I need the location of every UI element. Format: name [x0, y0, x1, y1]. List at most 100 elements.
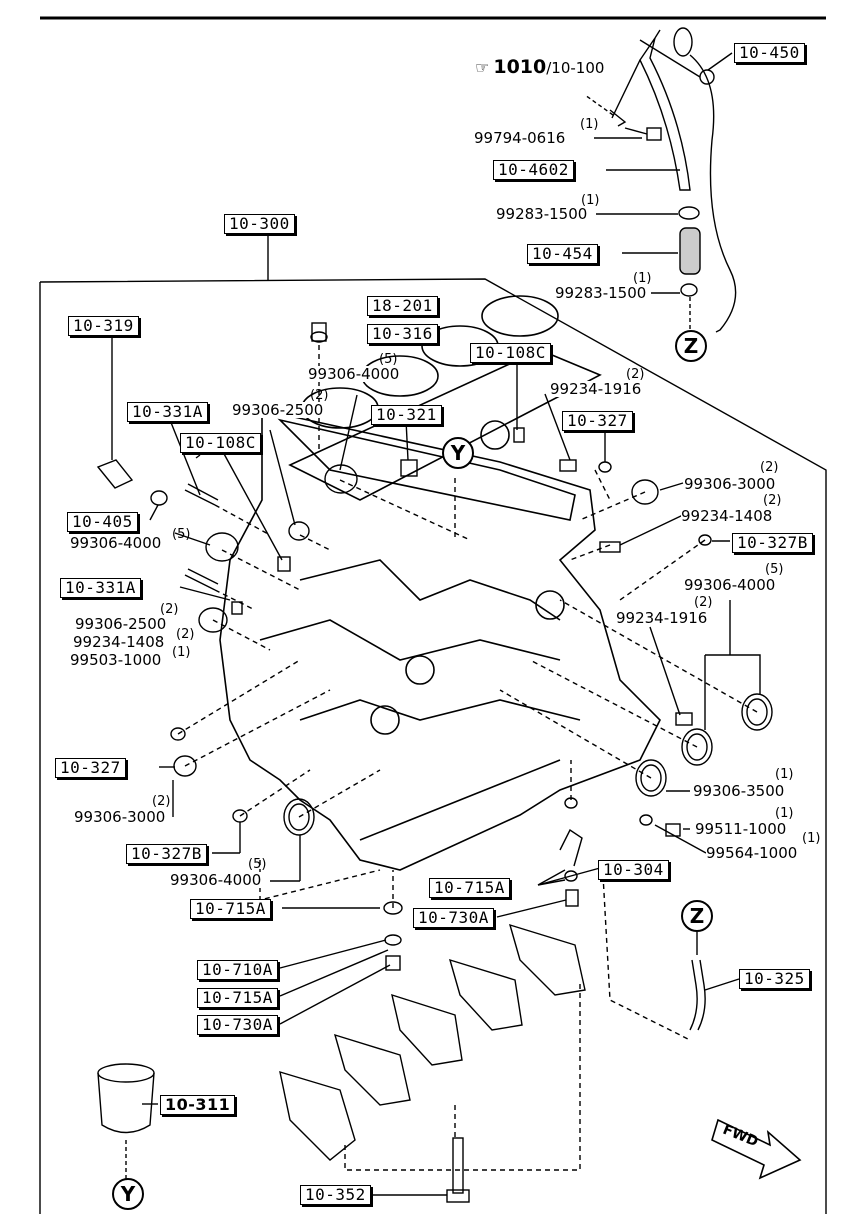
callout-10-450[interactable]: 10-450: [734, 43, 805, 63]
main-bearing-cap-icon: [391, 993, 463, 1066]
plug-icon: [631, 479, 659, 505]
ref-circle-y[interactable]: Y: [442, 437, 474, 469]
callout-10-327-top[interactable]: 10-327: [562, 411, 633, 431]
hose-icon: [679, 227, 701, 275]
hand-pointer-icon: ☞: [475, 58, 490, 77]
plug-icon: [170, 727, 186, 741]
part-number: 99564-1000: [706, 844, 798, 862]
callout-10-454[interactable]: 10-454: [527, 244, 598, 264]
callout-10-730a-lower[interactable]: 10-730A: [197, 1015, 278, 1035]
ref-circle-z[interactable]: Z: [681, 900, 713, 932]
oil-pressure-switch-icon: [96, 459, 134, 489]
callout-10-331a-lower[interactable]: 10-331A: [60, 578, 141, 598]
dowel-icon: [513, 427, 525, 443]
plug-icon: [205, 532, 239, 562]
qty: (2): [310, 388, 329, 403]
plug-icon: [173, 755, 197, 777]
part-number: 99306-4000: [170, 871, 262, 889]
dowel-icon: [277, 556, 291, 572]
washer-icon: [150, 490, 168, 506]
qty: (2): [626, 367, 645, 382]
callout-10-319[interactable]: 10-319: [68, 316, 139, 336]
stud-icon: [184, 483, 219, 506]
seal-icon: [283, 798, 315, 836]
qty: (2): [152, 794, 171, 809]
callout-10-108c[interactable]: 10-108C: [180, 433, 261, 453]
callout-10-405[interactable]: 10-405: [67, 512, 138, 532]
part-number: 99306-4000: [308, 365, 400, 383]
callout-10-304[interactable]: 10-304: [598, 860, 669, 880]
qty: (1): [633, 271, 652, 286]
callout-10-715a-lower[interactable]: 10-715A: [197, 988, 278, 1008]
reference-main: 1010: [493, 56, 547, 78]
dowel-icon: [311, 322, 327, 342]
long-bolt-icon: [446, 1137, 470, 1203]
part-number: 99234-1408: [681, 507, 773, 525]
main-bearing-cap-icon: [279, 1070, 356, 1161]
callout-10-108c-top[interactable]: 10-108C: [470, 343, 551, 363]
stud-icon: [184, 568, 219, 591]
fwd-arrow-icon: [711, 1118, 802, 1180]
ref-circle-y[interactable]: Y: [112, 1178, 144, 1210]
part-number: 99283-1500: [496, 205, 588, 223]
callout-10-325[interactable]: 10-325: [739, 969, 810, 989]
callout-10-311[interactable]: 10-311: [160, 1095, 236, 1115]
reference-sub: /10-100: [546, 59, 605, 77]
part-number: 99306-4000: [684, 576, 776, 594]
callout-10-327-left[interactable]: 10-327: [55, 758, 126, 778]
part-number: 99511-1000: [695, 820, 787, 838]
bolt-icon: [565, 889, 579, 907]
dowel-icon: [675, 712, 693, 726]
callout-10-321[interactable]: 10-321: [371, 405, 442, 425]
part-number: 99283-1500: [555, 284, 647, 302]
plug-icon: [198, 607, 228, 633]
ref-circle-z[interactable]: Z: [675, 330, 707, 362]
seal-icon: [635, 759, 667, 797]
qty: (1): [775, 767, 794, 782]
qty: (5): [765, 562, 784, 577]
callout-10-715a-left[interactable]: 10-715A: [190, 899, 271, 919]
callout-10-4602[interactable]: 10-4602: [493, 160, 574, 180]
callout-10-316[interactable]: 10-316: [367, 324, 438, 344]
callout-10-327b-left[interactable]: 10-327B: [126, 844, 207, 864]
bolt-icon: [665, 823, 681, 837]
qty: (5): [379, 352, 398, 367]
qty: (2): [763, 493, 782, 508]
qty: (5): [248, 857, 267, 872]
dipstick-tube-icon: [609, 29, 691, 191]
callout-18-201[interactable]: 18-201: [367, 296, 438, 316]
cylinder-liner-icon: [97, 1063, 155, 1134]
seal-icon: [681, 728, 713, 766]
qty: (5): [172, 527, 191, 542]
main-bearing-cap-icon: [508, 923, 586, 996]
qty: (1): [581, 193, 600, 208]
part-number: 99306-4000: [70, 534, 162, 552]
callout-10-300[interactable]: 10-300: [224, 214, 295, 234]
callout-10-730a-right[interactable]: 10-730A: [413, 908, 494, 928]
callout-10-710a[interactable]: 10-710A: [197, 960, 278, 980]
bolt-icon: [400, 459, 418, 477]
main-bearing-cap-icon: [333, 1033, 411, 1106]
oil-jet-icon: [559, 797, 583, 882]
part-number: 99306-2500: [232, 401, 324, 419]
qty: (2): [694, 595, 713, 610]
washer-icon: [639, 814, 653, 826]
part-number: 99234-1408: [73, 633, 165, 651]
bolt-icon: [624, 127, 662, 141]
callout-10-715a-right[interactable]: 10-715A: [429, 878, 510, 898]
qty: (2): [176, 627, 195, 642]
dipstick-icon: [639, 27, 737, 333]
cylinder-block-icon: [219, 295, 661, 871]
seal-icon: [741, 693, 773, 731]
qty: (2): [160, 602, 179, 617]
callout-10-352[interactable]: 10-352: [300, 1185, 371, 1205]
washer-icon: [383, 901, 403, 946]
cap-icon: [310, 331, 328, 343]
dowel-icon: [698, 534, 712, 546]
callout-10-327b-right[interactable]: 10-327B: [732, 533, 813, 553]
part-number: 99234-1916: [616, 609, 708, 627]
dowel-icon: [599, 541, 621, 553]
callout-10-331a[interactable]: 10-331A: [127, 402, 208, 422]
